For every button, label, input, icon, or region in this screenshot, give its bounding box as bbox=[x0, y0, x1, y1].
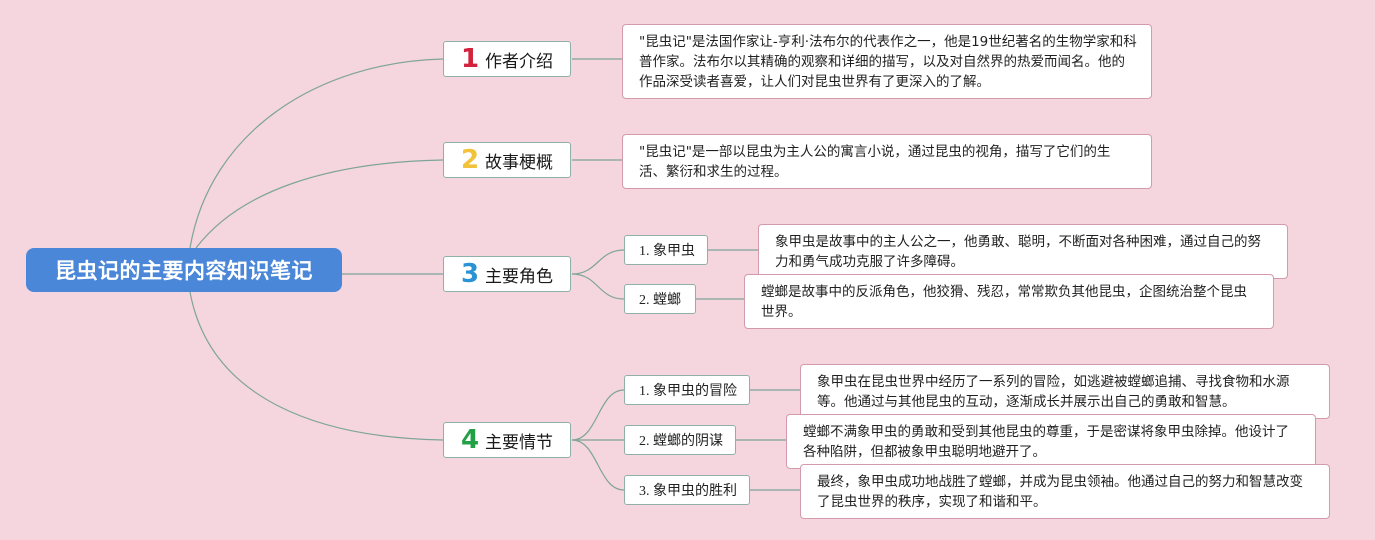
topic-label: 作者介绍 bbox=[485, 51, 554, 72]
root-label: 昆虫记的主要内容知识笔记 bbox=[55, 259, 313, 283]
note-text: 最终，象甲虫成功地战胜了螳螂，并成为昆虫领袖。他通过自己的努力和智慧改变了昆虫世… bbox=[817, 474, 1303, 510]
link-root-topic1 bbox=[189, 58, 444, 249]
link-topic3-sub1 bbox=[571, 249, 625, 275]
link-topic3-sub2 bbox=[571, 273, 625, 300]
subtopic-weevil-victory[interactable]: 3. 象甲虫的胜利 bbox=[624, 475, 750, 505]
note-weevil-victory[interactable]: 最终，象甲虫成功地战胜了螳螂，并成为昆虫领袖。他通过自己的努力和智慧改变了昆虫世… bbox=[800, 464, 1330, 519]
topic-label: 故事梗概 bbox=[485, 152, 554, 173]
note-text: 螳螂是故事中的反派角色，他狡猾、残忍，常常欺负其他昆虫，企图统治整个昆虫世界。 bbox=[761, 284, 1247, 320]
subtopic-label: 3. 象甲虫的胜利 bbox=[639, 484, 737, 499]
note-weevil-adventure[interactable]: 象甲虫在昆虫世界中经历了一系列的冒险，如逃避被螳螂追捕、寻找食物和水源等。他通过… bbox=[800, 364, 1330, 419]
topic-label: 主要角色 bbox=[485, 266, 554, 287]
note-mantis[interactable]: 螳螂是故事中的反派角色，他狡猾、残忍，常常欺负其他昆虫，企图统治整个昆虫世界。 bbox=[744, 274, 1274, 329]
note-story-summary[interactable]: "昆虫记"是一部以昆虫为主人公的寓言小说，通过昆虫的视角，描写了它们的生活、繁衍… bbox=[622, 134, 1152, 189]
subtopic-label: 2. 螳螂 bbox=[639, 293, 681, 308]
topic-main-characters[interactable]: 3 主要角色 bbox=[443, 256, 571, 292]
subtopic-label: 2. 螳螂的阴谋 bbox=[639, 434, 723, 449]
note-text: 象甲虫在昆虫世界中经历了一系列的冒险，如逃避被螳螂追捕、寻找食物和水源等。他通过… bbox=[817, 374, 1290, 410]
link-topic4-sub1 bbox=[571, 389, 625, 441]
root-node[interactable]: 昆虫记的主要内容知识笔记 bbox=[26, 248, 342, 292]
number-badge: 1 bbox=[460, 44, 480, 74]
number-badge: 2 bbox=[460, 145, 480, 175]
subtopic-label: 1. 象甲虫的冒险 bbox=[639, 384, 737, 399]
note-text: 螳螂不满象甲虫的勇敢和受到其他昆虫的尊重，于是密谋将象甲虫除掉。他设计了各种陷阱… bbox=[803, 424, 1289, 460]
note-text: "昆虫记"是一部以昆虫为主人公的寓言小说，通过昆虫的视角，描写了它们的生活、繁衍… bbox=[639, 144, 1111, 180]
link-root-topic4 bbox=[189, 291, 444, 441]
note-text: "昆虫记"是法国作家让-亨利·法布尔的代表作之一，他是19世纪著名的生物学家和科… bbox=[639, 34, 1137, 90]
link-topic4-sub3 bbox=[571, 439, 625, 491]
note-author-intro[interactable]: "昆虫记"是法国作家让-亨利·法布尔的代表作之一，他是19世纪著名的生物学家和科… bbox=[622, 24, 1152, 99]
link-root-topic2 bbox=[195, 159, 444, 249]
number-badge: 3 bbox=[460, 259, 480, 289]
topic-author-intro[interactable]: 1 作者介绍 bbox=[443, 41, 571, 77]
note-text: 象甲虫是故事中的主人公之一，他勇敢、聪明，不断面对各种困难，通过自己的努力和勇气… bbox=[775, 234, 1261, 270]
topic-story-summary[interactable]: 2 故事梗概 bbox=[443, 142, 571, 178]
subtopic-mantis[interactable]: 2. 螳螂 bbox=[624, 284, 696, 314]
topic-main-plot[interactable]: 4 主要情节 bbox=[443, 422, 571, 458]
subtopic-weevil-adventure[interactable]: 1. 象甲虫的冒险 bbox=[624, 375, 750, 405]
note-weevil[interactable]: 象甲虫是故事中的主人公之一，他勇敢、聪明，不断面对各种困难，通过自己的努力和勇气… bbox=[758, 224, 1288, 279]
note-mantis-plot[interactable]: 螳螂不满象甲虫的勇敢和受到其他昆虫的尊重，于是密谋将象甲虫除掉。他设计了各种陷阱… bbox=[786, 414, 1316, 469]
number-badge: 4 bbox=[460, 425, 480, 455]
subtopic-label: 1. 象甲虫 bbox=[639, 244, 695, 259]
topic-label: 主要情节 bbox=[485, 432, 554, 453]
subtopic-mantis-plot[interactable]: 2. 螳螂的阴谋 bbox=[624, 425, 736, 455]
subtopic-weevil[interactable]: 1. 象甲虫 bbox=[624, 235, 708, 265]
